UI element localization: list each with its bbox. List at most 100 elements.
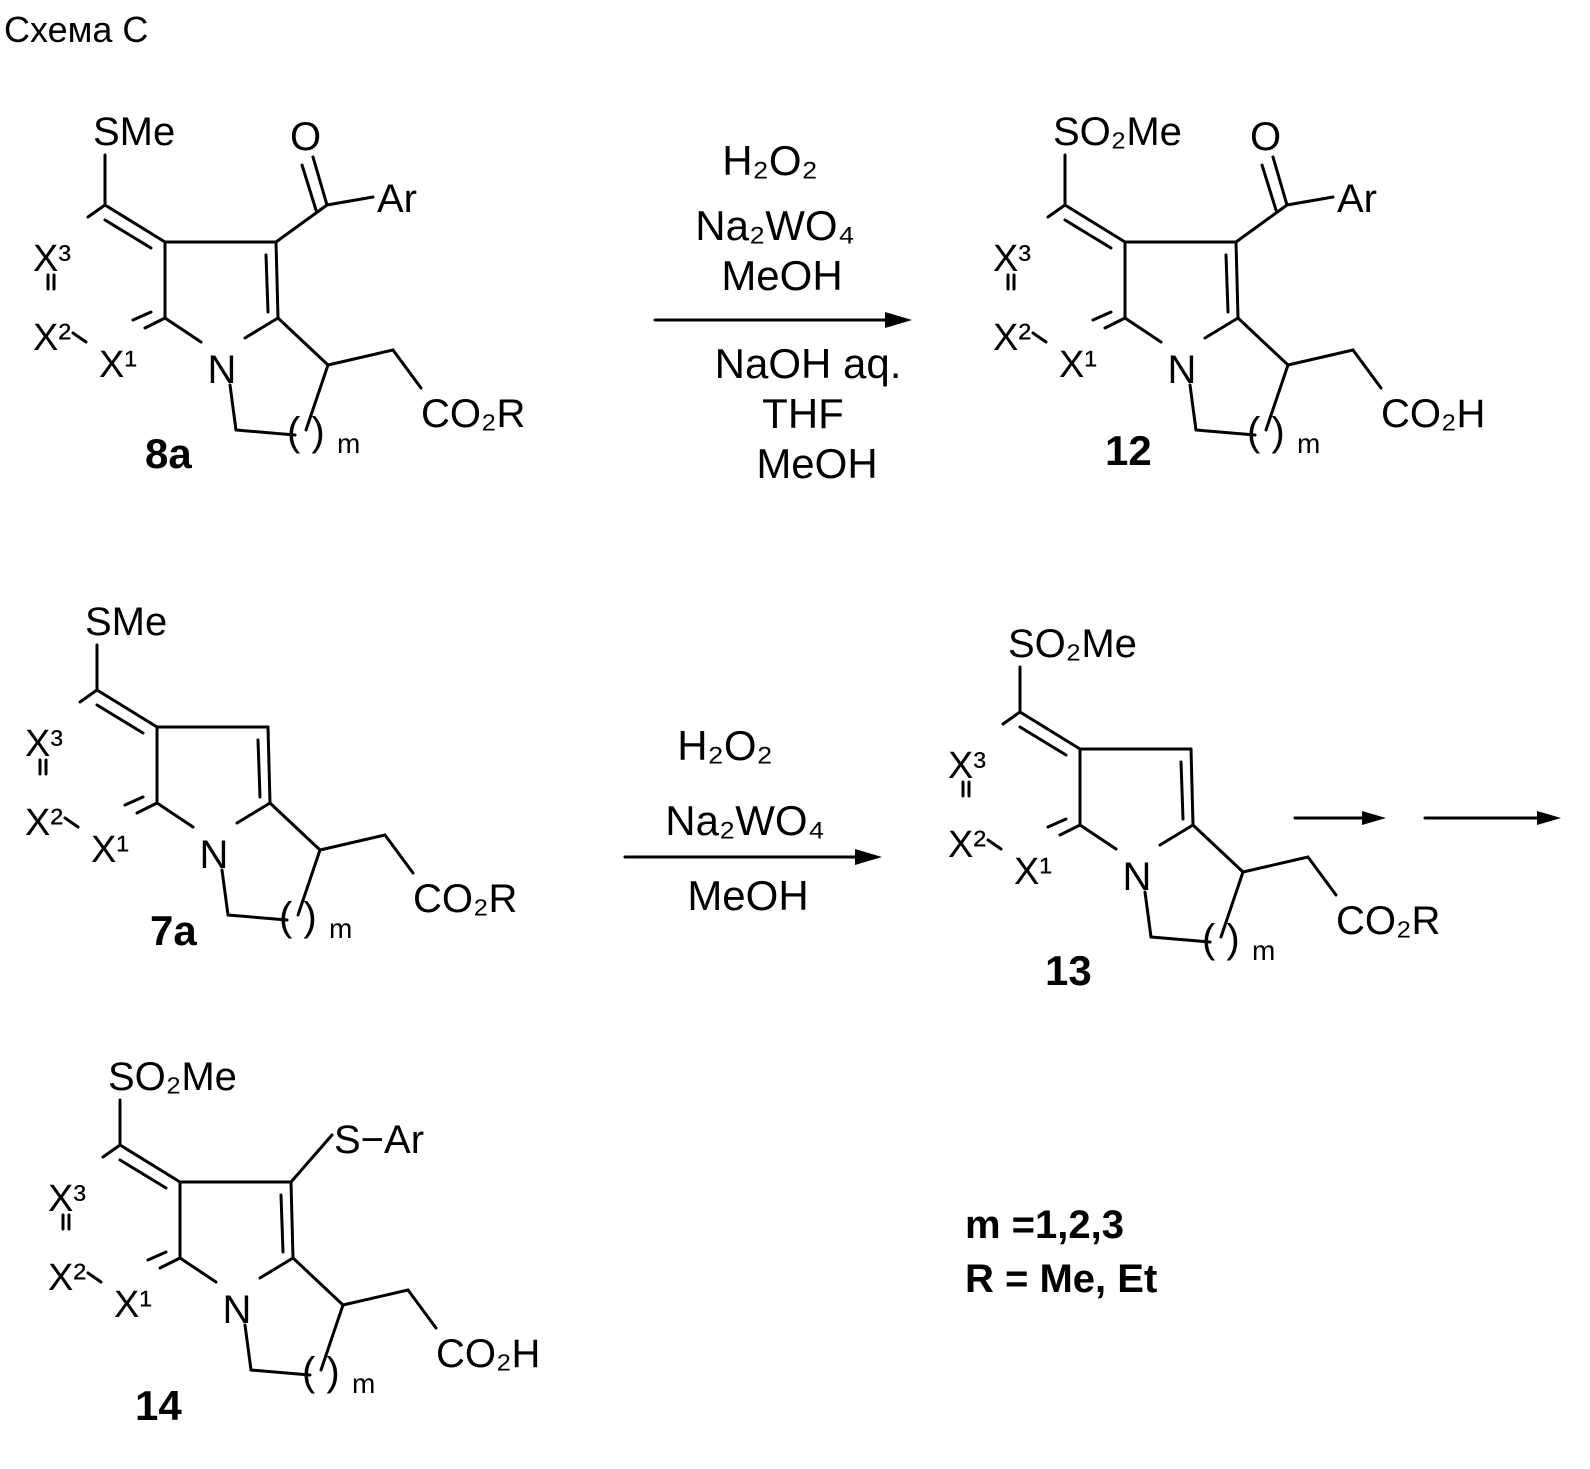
- reagent-meoh-2: MeOH: [756, 440, 877, 487]
- bond: [237, 803, 270, 823]
- bond: [145, 318, 165, 328]
- bond: [1093, 312, 1111, 320]
- bond: [328, 350, 393, 365]
- bond: [258, 740, 260, 797]
- bond: [105, 205, 165, 242]
- acid-group: CO₂R: [413, 877, 517, 921]
- nitrogen-label: N: [208, 348, 237, 392]
- bond: [133, 312, 151, 320]
- bond: [1125, 318, 1161, 342]
- x3-label: X³: [48, 1178, 86, 1220]
- top-substituent: SMe: [93, 110, 175, 154]
- bond: [1191, 749, 1193, 825]
- bond: [1020, 727, 1066, 755]
- bond: [293, 1258, 343, 1305]
- bond: [393, 350, 421, 388]
- bond: [1288, 350, 1353, 365]
- bond: [97, 690, 157, 727]
- bond: [1181, 762, 1183, 819]
- bond: [88, 205, 105, 217]
- nitrogen-label: N: [1168, 348, 1197, 392]
- bond: [160, 1258, 180, 1268]
- bond: [1287, 197, 1333, 205]
- x1-label: X¹: [1059, 344, 1097, 386]
- reagent-h2o2: H₂O₂: [677, 722, 773, 769]
- bond: [88, 1273, 101, 1282]
- compound-7a: SMeX³X²X¹N( )mCO₂R7a: [25, 600, 517, 954]
- bond: [276, 205, 327, 242]
- bond: [408, 1290, 436, 1328]
- reagent-meoh: MeOH: [687, 872, 808, 919]
- x3-label: X³: [948, 745, 986, 787]
- compound-12: SO₂MeX³X²X¹N( )mCO₂H12OAr: [993, 110, 1485, 474]
- bond: [1236, 242, 1238, 318]
- compound-label: 7a: [150, 907, 197, 954]
- oxygen-label: O: [290, 115, 321, 159]
- nitrogen-label: N: [1123, 855, 1152, 899]
- multistep-arrow-2: [1425, 811, 1561, 825]
- bond: [103, 1145, 120, 1157]
- bond: [97, 705, 143, 733]
- reagent-na2wo4: Na₂WO₄: [695, 202, 854, 249]
- note-m-values: m =1,2,3: [965, 1203, 1124, 1247]
- bond: [1080, 825, 1116, 849]
- reagent-h2o2: H₂O₂: [722, 137, 818, 184]
- ring-size-m: m: [1252, 935, 1275, 966]
- bond: [137, 803, 157, 813]
- x2-label: X²: [33, 317, 71, 359]
- carbonyl-bond: [313, 157, 327, 205]
- bond: [73, 333, 86, 342]
- bond: [266, 255, 268, 312]
- carbonyl-bond: [1273, 157, 1287, 205]
- bond: [105, 220, 151, 248]
- multistep-arrow-1: [1295, 811, 1386, 825]
- ring-size-m: m: [1297, 428, 1320, 459]
- carbonyl-bond: [302, 165, 316, 210]
- bond: [281, 1195, 283, 1252]
- bond: [1003, 712, 1020, 724]
- nitrogen-label: N: [223, 1288, 252, 1332]
- top-substituent: SO₂Me: [108, 1055, 237, 1099]
- compound-label: 13: [1045, 947, 1092, 994]
- bond: [343, 1290, 408, 1305]
- compound-label: 8a: [145, 430, 192, 477]
- bond: [1065, 205, 1125, 242]
- top-substituent: SO₂Me: [1053, 110, 1182, 154]
- ring-bracket: ( ): [302, 1350, 340, 1394]
- bond: [320, 835, 385, 850]
- bond: [1160, 825, 1193, 845]
- bond: [120, 1145, 180, 1182]
- bond: [245, 318, 278, 338]
- ring-size-m: m: [329, 913, 352, 944]
- bond: [165, 318, 201, 342]
- bond: [291, 1135, 332, 1182]
- ring-bracket: ( ): [1247, 410, 1285, 454]
- carbonyl-bond: [1262, 165, 1276, 210]
- aryl-label: Ar: [1337, 177, 1377, 221]
- x3-label: X³: [993, 238, 1031, 280]
- reagent-meoh: MeOH: [721, 252, 842, 299]
- bond: [1226, 255, 1228, 312]
- x2-label: X²: [48, 1257, 86, 1299]
- bond: [125, 797, 143, 805]
- bond: [65, 818, 78, 827]
- ring-bracket: ( ): [279, 895, 317, 939]
- bond: [1353, 350, 1381, 388]
- bond: [1238, 318, 1288, 365]
- bond: [260, 1258, 293, 1278]
- ring-size-m: m: [337, 428, 360, 459]
- bond: [1048, 205, 1065, 217]
- ring-bracket: ( ): [287, 410, 325, 454]
- reaction-arrow-2: [625, 849, 882, 865]
- bond: [157, 803, 193, 827]
- bond: [385, 835, 413, 873]
- bond: [1060, 825, 1080, 835]
- compound-8a: SMeX³X²X¹N( )mCO₂R8aOAr: [33, 110, 525, 477]
- reagent-naoh: NaOH aq.: [715, 340, 902, 387]
- bond: [1048, 819, 1066, 827]
- bond: [276, 242, 278, 318]
- x1-label: X¹: [99, 344, 137, 386]
- x3-label: X³: [33, 238, 71, 280]
- x2-label: X²: [25, 802, 63, 844]
